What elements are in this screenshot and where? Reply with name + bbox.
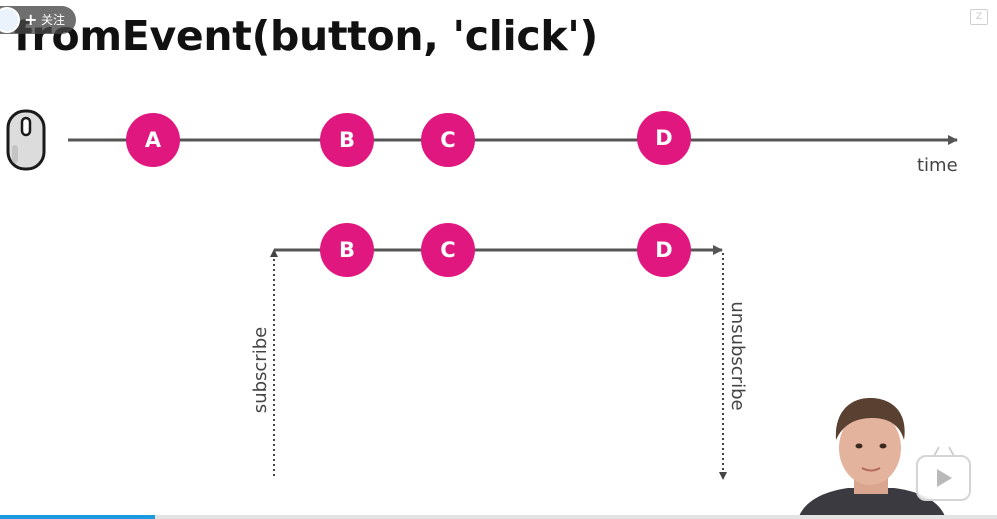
marble-a-label: A bbox=[145, 128, 162, 152]
marble-c: C bbox=[421, 113, 475, 167]
slide-title: fromEvent(button, 'click') bbox=[14, 12, 598, 60]
plus-icon: + bbox=[24, 10, 38, 29]
subscribe-label: subscribe bbox=[250, 327, 271, 413]
marble-b-label: B bbox=[339, 128, 355, 152]
mouse-icon bbox=[6, 109, 46, 171]
subscribed-marble-d-label: D bbox=[655, 238, 672, 262]
presenter-webcam bbox=[798, 397, 946, 519]
play-icon bbox=[937, 469, 952, 487]
marble-b: B bbox=[320, 113, 374, 167]
corner-badge-icon[interactable]: Z bbox=[970, 9, 988, 25]
subscribed-marble-c-label: C bbox=[440, 238, 455, 262]
follow-button[interactable]: + 关注 bbox=[0, 6, 76, 34]
video-progress-bar[interactable] bbox=[0, 515, 997, 519]
subscribed-marble-c: C bbox=[421, 223, 475, 277]
play-button[interactable] bbox=[916, 455, 971, 501]
follow-label: 关注 bbox=[41, 13, 66, 27]
unsubscribe-label: unsubscribe bbox=[727, 301, 748, 410]
uploader-avatar[interactable] bbox=[0, 7, 20, 33]
subscribed-marble-b: B bbox=[320, 223, 374, 277]
marble-d: D bbox=[637, 111, 691, 165]
subscribed-marble-b-label: B bbox=[339, 238, 355, 262]
marble-d-label: D bbox=[655, 126, 672, 150]
time-axis-label: time bbox=[917, 155, 958, 176]
marble-c-label: C bbox=[440, 128, 455, 152]
marble-a: A bbox=[126, 113, 180, 167]
video-progress-fill bbox=[0, 515, 155, 519]
subscribed-marble-d: D bbox=[637, 223, 691, 277]
